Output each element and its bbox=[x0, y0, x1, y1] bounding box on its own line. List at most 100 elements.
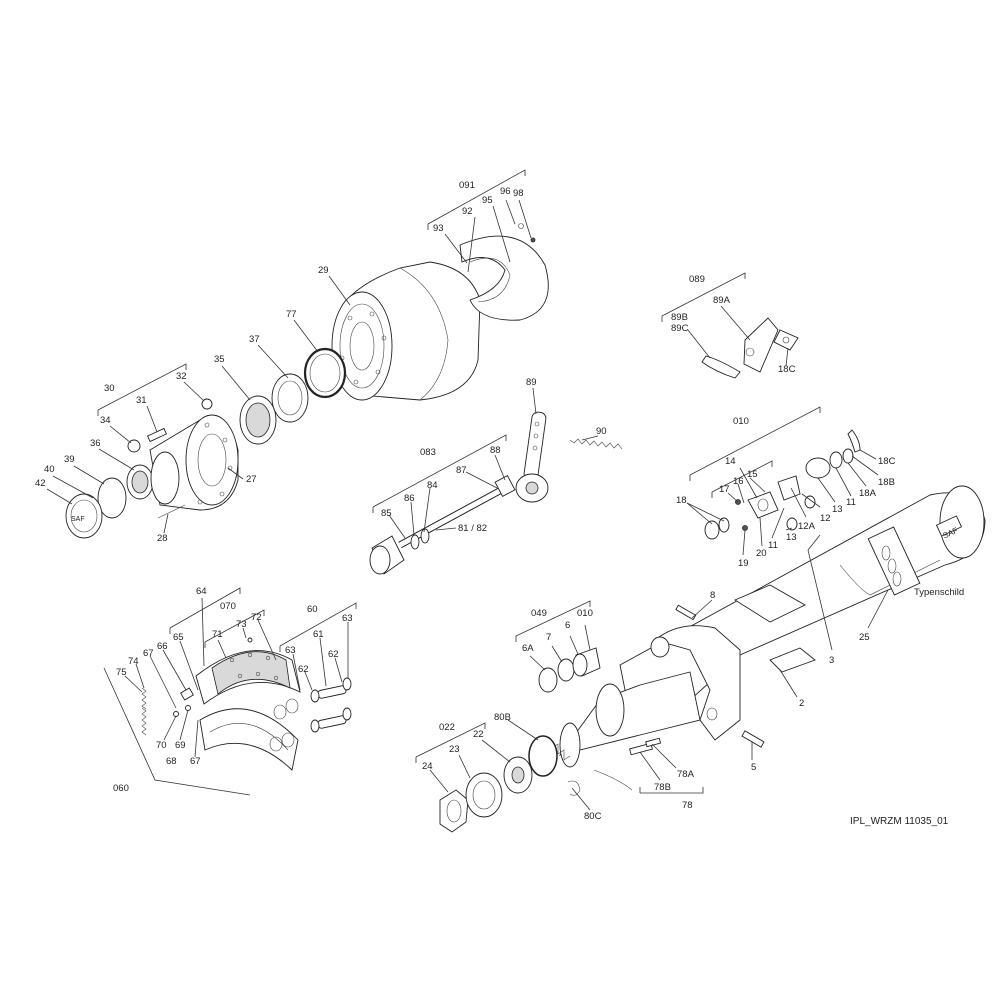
shoe-roller-set bbox=[310, 677, 352, 733]
bracket-kit bbox=[701, 317, 799, 379]
callout-19: 19 bbox=[738, 558, 749, 569]
callout-98: 98 bbox=[513, 188, 524, 199]
callout-32: 32 bbox=[176, 371, 187, 382]
callout-28: 28 bbox=[157, 533, 168, 544]
axle-beam: SAF bbox=[551, 485, 986, 768]
callout-87: 87 bbox=[456, 465, 467, 476]
callout-022: 022 bbox=[439, 722, 455, 733]
axle-nut-set bbox=[439, 735, 662, 833]
brake-shoes bbox=[195, 650, 301, 771]
callout-89: 89 bbox=[526, 377, 537, 388]
brake-chamber-bracket-kit bbox=[704, 429, 861, 540]
seal-ring bbox=[303, 347, 347, 399]
callout-089: 089 bbox=[689, 274, 705, 285]
callout-89C: 89C bbox=[671, 323, 689, 334]
callout-95: 95 bbox=[482, 195, 493, 206]
callout-049: 049 bbox=[531, 608, 547, 619]
callout-77: 77 bbox=[286, 309, 297, 320]
callout-71: 71 bbox=[212, 629, 223, 640]
camshaft-bushing-set bbox=[538, 647, 601, 693]
callout-60: 60 bbox=[307, 604, 318, 615]
callout-070: 070 bbox=[220, 601, 236, 612]
callout-12A: 12A bbox=[798, 521, 816, 532]
callout-93: 93 bbox=[433, 223, 444, 234]
callout-61: 61 bbox=[313, 629, 324, 640]
callout-85: 85 bbox=[381, 508, 392, 519]
callout-78: 78 bbox=[682, 800, 693, 811]
hub-cap: SAF bbox=[65, 477, 127, 539]
callout-78A: 78A bbox=[677, 769, 695, 780]
brake-drum bbox=[331, 261, 481, 401]
callout-17: 17 bbox=[719, 484, 730, 495]
callout-36: 36 bbox=[90, 438, 101, 449]
callout-060: 060 bbox=[113, 783, 129, 794]
callout-6: 6 bbox=[565, 620, 570, 631]
callout-24: 24 bbox=[422, 761, 433, 772]
callout-86: 86 bbox=[404, 493, 415, 504]
callout-89A: 89A bbox=[713, 295, 731, 306]
callout-091: 091 bbox=[459, 180, 475, 191]
callout-66: 66 bbox=[157, 641, 168, 652]
callout-6A: 6A bbox=[522, 643, 534, 654]
callout-63-right: 63 bbox=[342, 613, 353, 624]
callout-3: 3 bbox=[829, 655, 834, 666]
callout-31: 31 bbox=[136, 395, 147, 406]
group-brackets bbox=[97, 169, 821, 796]
callout-63-left: 63 bbox=[285, 645, 296, 656]
callout-65: 65 bbox=[173, 632, 184, 643]
leader-lines bbox=[46, 199, 889, 811]
callout-64: 64 bbox=[196, 586, 207, 597]
slack-adjuster bbox=[515, 411, 623, 503]
callout-34: 34 bbox=[100, 415, 111, 426]
callout-8: 8 bbox=[710, 590, 715, 601]
nameplate-label: Typenschild bbox=[914, 587, 964, 598]
svg-text:SAF: SAF bbox=[71, 516, 85, 523]
callout-39: 39 bbox=[64, 454, 75, 465]
callout-083: 083 bbox=[420, 447, 436, 458]
callout-80B: 80B bbox=[494, 712, 511, 723]
callout-67-lower: 67 bbox=[190, 756, 201, 767]
callout-14: 14 bbox=[725, 456, 736, 467]
callout-62-left: 62 bbox=[298, 664, 309, 675]
callout-73: 73 bbox=[236, 619, 247, 630]
return-springs bbox=[141, 637, 253, 736]
callout-92: 92 bbox=[462, 206, 473, 217]
callout-18: 18 bbox=[676, 495, 687, 506]
callout-75: 75 bbox=[116, 667, 127, 678]
drawing-id: IPL_WRZM 11035_01 bbox=[850, 816, 949, 827]
callout-35: 35 bbox=[214, 354, 225, 365]
callout-23: 23 bbox=[449, 744, 460, 755]
brake-camshaft bbox=[369, 475, 516, 575]
callout-62-right: 62 bbox=[328, 649, 339, 660]
callout-010-lower: 010 bbox=[577, 608, 593, 619]
callout-2: 2 bbox=[799, 698, 804, 709]
callout-88: 88 bbox=[490, 445, 501, 456]
callout-13-upper: 13 bbox=[832, 504, 843, 515]
callout-78B: 78B bbox=[654, 782, 671, 793]
callout-18A: 18A bbox=[859, 488, 877, 499]
callout-72: 72 bbox=[251, 612, 262, 623]
callout-70: 70 bbox=[156, 740, 167, 751]
callout-18C-lower: 18C bbox=[878, 456, 896, 467]
callout-81-82: 81 / 82 bbox=[458, 523, 487, 534]
callout-7: 7 bbox=[546, 632, 551, 643]
wheel-hub bbox=[149, 414, 239, 519]
callout-labels: 091 98 96 92 95 93 29 77 37 35 30 32 31 … bbox=[35, 180, 964, 822]
callout-010-upper: 010 bbox=[733, 416, 749, 427]
callout-13-lower: 13 bbox=[786, 532, 797, 543]
bearings bbox=[126, 373, 309, 500]
callout-27: 27 bbox=[246, 474, 257, 485]
callout-25: 25 bbox=[859, 632, 870, 643]
bolts bbox=[675, 604, 765, 748]
callout-22: 22 bbox=[473, 729, 484, 740]
callout-18C-upper: 18C bbox=[778, 364, 796, 375]
callout-37: 37 bbox=[249, 334, 260, 345]
callout-11-lower: 11 bbox=[768, 540, 778, 551]
callout-80C: 80C bbox=[584, 811, 602, 822]
callout-16: 16 bbox=[733, 476, 744, 487]
callout-90: 90 bbox=[596, 426, 607, 437]
callout-89B: 89B bbox=[671, 312, 688, 323]
callout-69: 69 bbox=[175, 740, 186, 751]
callout-30: 30 bbox=[104, 383, 115, 394]
